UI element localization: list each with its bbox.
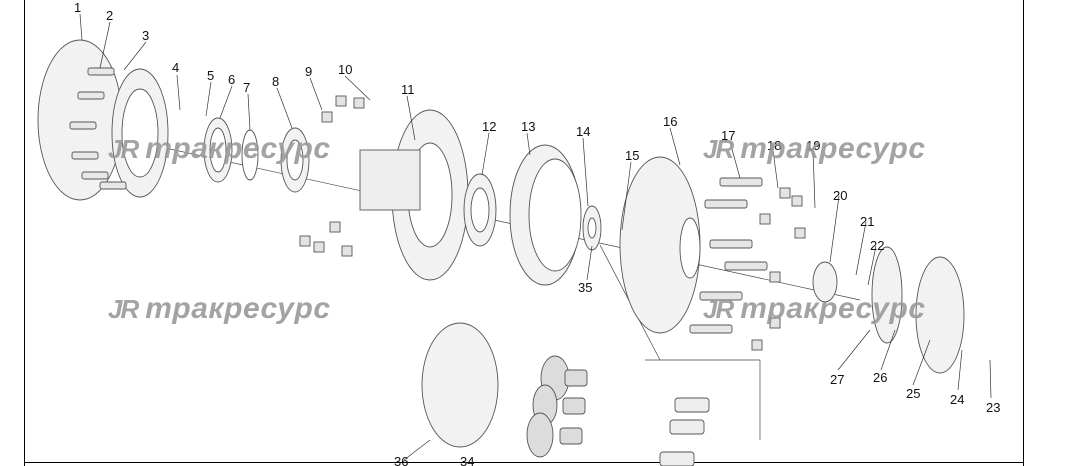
callout-23: 23 (986, 400, 1000, 415)
callout-26: 26 (873, 370, 887, 385)
frame-bottom-border (24, 462, 1024, 463)
part-2-studs (69, 67, 127, 190)
fasteners (299, 95, 806, 351)
watermark-text: тракресурс (145, 292, 331, 325)
watermark-text: тракресурс (740, 292, 926, 325)
callout-22: 22 (870, 238, 884, 253)
part-17-pins (689, 177, 768, 334)
callout-7: 7 (243, 80, 250, 95)
callout-6: 6 (228, 72, 235, 87)
part-27-gasket (871, 246, 903, 344)
callout-4: 4 (172, 60, 179, 75)
callout-16: 16 (663, 114, 677, 129)
callout-36: 36 (394, 454, 408, 466)
watermark-logo: JR (703, 294, 734, 324)
callout-5: 5 (207, 68, 214, 83)
watermark-logo: JR (703, 134, 734, 164)
callout-18: 18 (767, 138, 781, 153)
callout-1: 1 (74, 0, 81, 15)
frame-left-border (24, 0, 25, 466)
callout-13: 13 (521, 119, 535, 134)
watermark-logo: JR (108, 294, 139, 324)
part-25-cover (915, 256, 965, 374)
watermark-logo: JR (108, 134, 139, 164)
watermark-text: тракресурс (740, 132, 926, 165)
callout-19: 19 (806, 138, 820, 153)
part-1-disk (37, 39, 123, 201)
callout-25: 25 (906, 386, 920, 401)
callout-24: 24 (950, 392, 964, 407)
frame-right-border (1023, 0, 1024, 466)
callout-10: 10 (338, 62, 352, 77)
callout-3: 3 (142, 28, 149, 43)
callout-9: 9 (305, 64, 312, 79)
callout-21: 21 (860, 214, 874, 229)
callout-8: 8 (272, 74, 279, 89)
planet-shafts (659, 397, 710, 466)
callout-20: 20 (833, 188, 847, 203)
callout-14: 14 (576, 124, 590, 139)
callout-11: 11 (401, 82, 415, 97)
callout-17: 17 (721, 128, 735, 143)
part-20-sun-gear (812, 261, 838, 303)
callout-2: 2 (106, 8, 113, 23)
callout-12: 12 (482, 119, 496, 134)
watermark-text: тракресурс (145, 132, 331, 165)
callout-15: 15 (625, 148, 639, 163)
callout-34: 34 (460, 454, 474, 466)
planet-gears (526, 355, 588, 458)
callout-35: 35 (578, 280, 592, 295)
callout-27: 27 (830, 372, 844, 387)
part-36-gasket-disk (421, 322, 499, 448)
